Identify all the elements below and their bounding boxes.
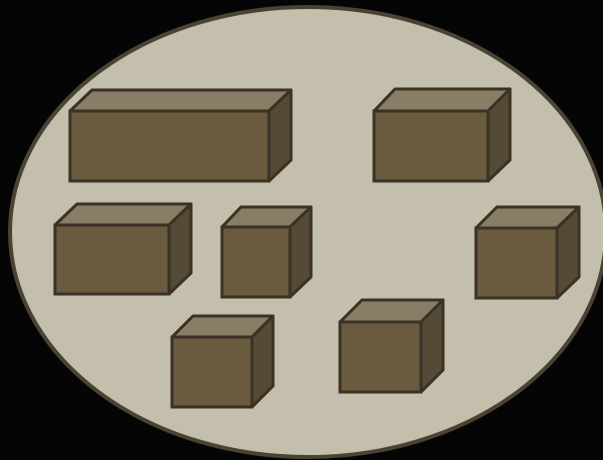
box-6 [340, 300, 443, 392]
box-7 [172, 316, 273, 407]
box-1-front [70, 111, 269, 181]
box-3 [55, 204, 191, 294]
box-3-front [55, 225, 169, 294]
box-1 [70, 90, 291, 181]
box-4-front [222, 227, 290, 297]
box-6-front [340, 322, 421, 392]
box-5 [476, 207, 579, 298]
box-2 [374, 89, 510, 181]
box-4 [222, 207, 311, 297]
box-7-front [172, 337, 252, 407]
box-1-top [70, 90, 291, 111]
box-2-front [374, 111, 488, 181]
box-5-front [476, 228, 557, 298]
